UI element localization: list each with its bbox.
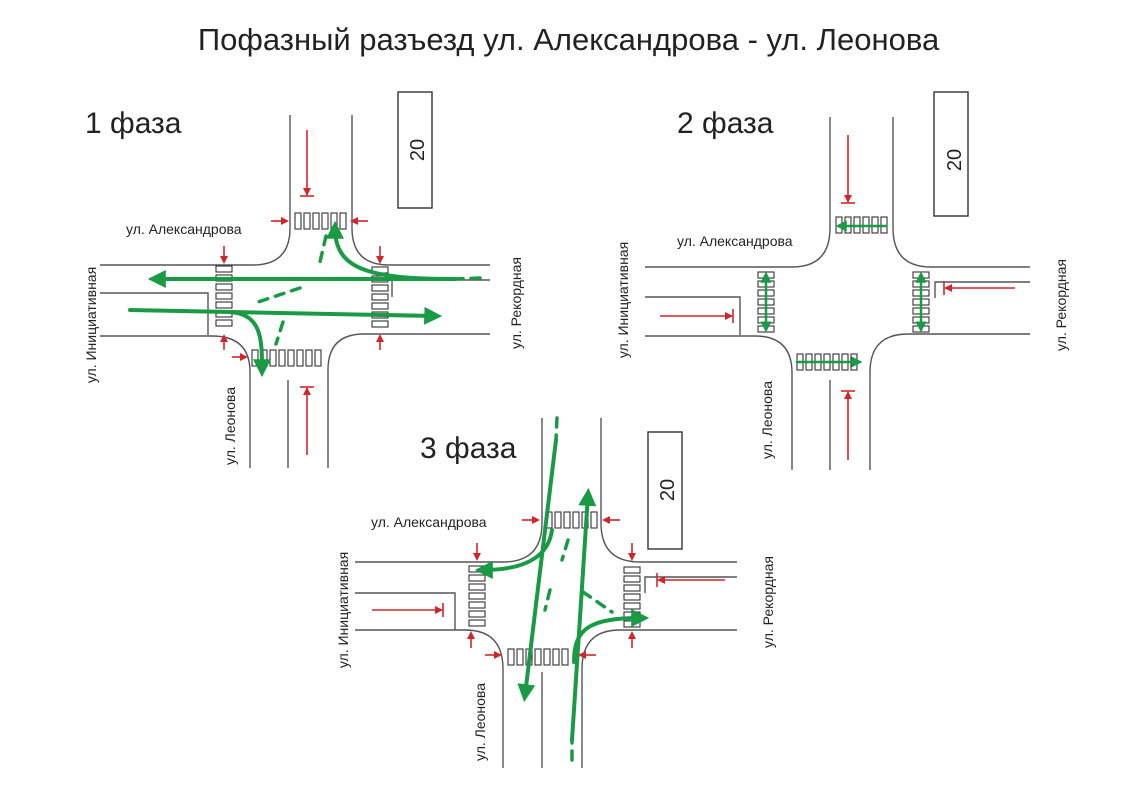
phase-3-diagram: 3 фаза 20 [335, 416, 776, 768]
phase-3-street-east: ул. Рекордная [760, 556, 776, 648]
phase-3-label: 3 фаза [420, 432, 517, 465]
phase-3-roads [355, 418, 737, 768]
phase-2-roads [645, 117, 1030, 470]
phase-1-roads [100, 115, 490, 468]
phase-2-label: 2 фаза [677, 107, 774, 140]
phase-2-diagram: 2 фаза 20 [615, 91, 1069, 470]
phase-1-crosswalks [215, 212, 389, 367]
phase-3-stop-lines [372, 516, 725, 659]
phase-1-green-movements [128, 220, 482, 378]
phase-1-stop-lines [220, 130, 384, 455]
phase-1-building: 20 [397, 91, 433, 209]
phase-2-green-movements [760, 220, 927, 368]
phase-1-street-north: ул. Александрова [126, 221, 242, 237]
phase-1-street-south: ул. Леонова [222, 387, 238, 465]
phase-2-building: 20 [933, 91, 969, 217]
phase-2-stop-lines [660, 135, 1015, 460]
phase-1-label: 1 фаза [85, 107, 182, 140]
phase-3-building: 20 [647, 431, 683, 550]
phase-3-green-movements [474, 416, 650, 762]
phase-3-building-number: 20 [657, 479, 679, 501]
phase-1-diagram: 1 фаза 20 [83, 91, 524, 468]
phase-2-street-west: ул. Инициативная [615, 242, 631, 358]
phase-1-street-east: ул. Рекордная [508, 257, 524, 349]
page-title: Пофазный разъезд ул. Александрова - ул. … [197, 22, 940, 57]
phase-2-street-north: ул. Александрова [677, 233, 793, 249]
phase-1-street-west: ул. Инициативная [83, 267, 99, 383]
phase-1-building-number: 20 [407, 139, 429, 161]
phase-3-street-south: ул. Леонова [472, 683, 488, 761]
phase-2-street-south: ул. Леонова [759, 381, 775, 459]
phase-3-street-west: ул. Инициативная [335, 552, 351, 668]
phase-2-street-east: ул. Рекордная [1053, 259, 1069, 351]
phase-3-street-north: ул. Александрова [371, 514, 487, 530]
phase-2-building-number: 20 [944, 149, 966, 171]
